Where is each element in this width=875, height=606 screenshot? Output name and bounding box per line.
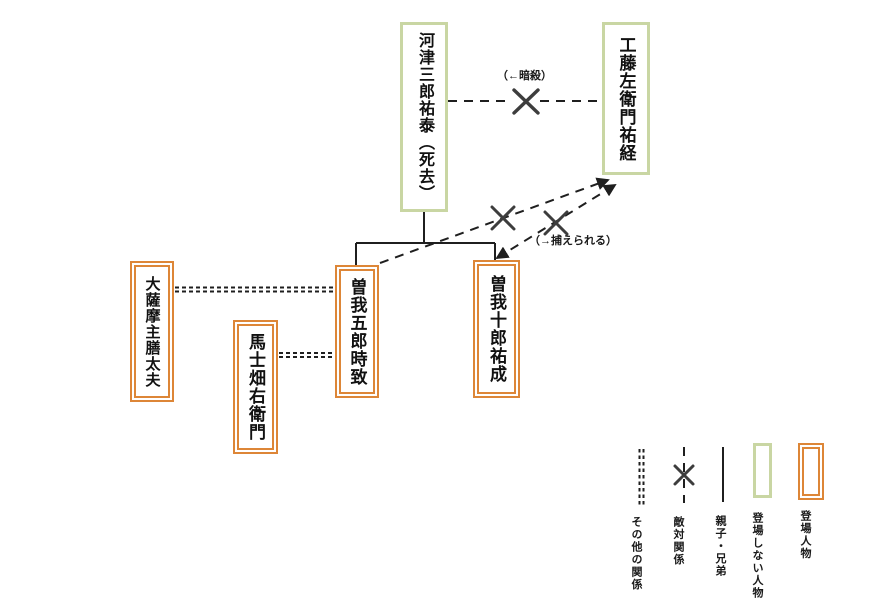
other-relation-line-osatsuma-goro: [175, 286, 334, 293]
legend-label-other-relation: その他の関係: [630, 516, 642, 591]
hostility-line-juro-kudo: [495, 183, 617, 260]
x-mark-assassination: [512, 88, 540, 115]
annotation-captured: （→捕えられる）: [529, 235, 617, 247]
node-osatsuma-shuzen: 大薩摩主膳太夫: [130, 261, 174, 402]
node-soga-goro-label: 曽我五郎時致: [347, 277, 367, 386]
legend-symbol-absent-box: [753, 443, 772, 498]
node-mago-hataemon-label: 馬士畑右衛門: [246, 333, 265, 441]
other-relation-line-mago-goro: [279, 352, 334, 358]
node-kudo-saemon-label: 工藤左衛門祐経: [616, 35, 636, 162]
annotation-assassination: （←暗殺）: [497, 70, 552, 82]
node-kawazu-saburo-label: 河津三郎祐泰（死去）: [416, 32, 433, 202]
node-soga-juro: 曽我十郎祐成: [473, 260, 520, 398]
legend-label-present: 登場人物: [799, 510, 811, 560]
node-mago-hataemon: 馬士畑右衛門: [233, 320, 278, 454]
node-osatsuma-shuzen-label: 大薩摩主膳太夫: [143, 275, 161, 388]
node-kawazu-saburo: 河津三郎祐泰（死去）: [400, 22, 448, 212]
node-kudo-saemon: 工藤左衛門祐経: [602, 22, 650, 175]
node-soga-juro-label: 曽我十郎祐成: [487, 275, 506, 383]
node-soga-goro: 曽我五郎時致: [335, 265, 379, 398]
legend-symbol-present-box: [798, 443, 824, 500]
family-line: [355, 212, 496, 265]
legend-label-absent: 登場しない人物: [751, 512, 763, 600]
x-mark-goro-kudo: [490, 205, 516, 231]
legend-label-hostile: 敵対関係: [672, 516, 684, 566]
x-mark-legend: [673, 464, 695, 486]
legend-symbol-hostile: [673, 447, 695, 503]
x-mark-juro-kudo: [543, 210, 569, 236]
legend-label-family: 親子・兄弟: [714, 515, 726, 578]
assassination-line: [448, 88, 602, 115]
legend-symbol-other-relation: [638, 449, 645, 505]
